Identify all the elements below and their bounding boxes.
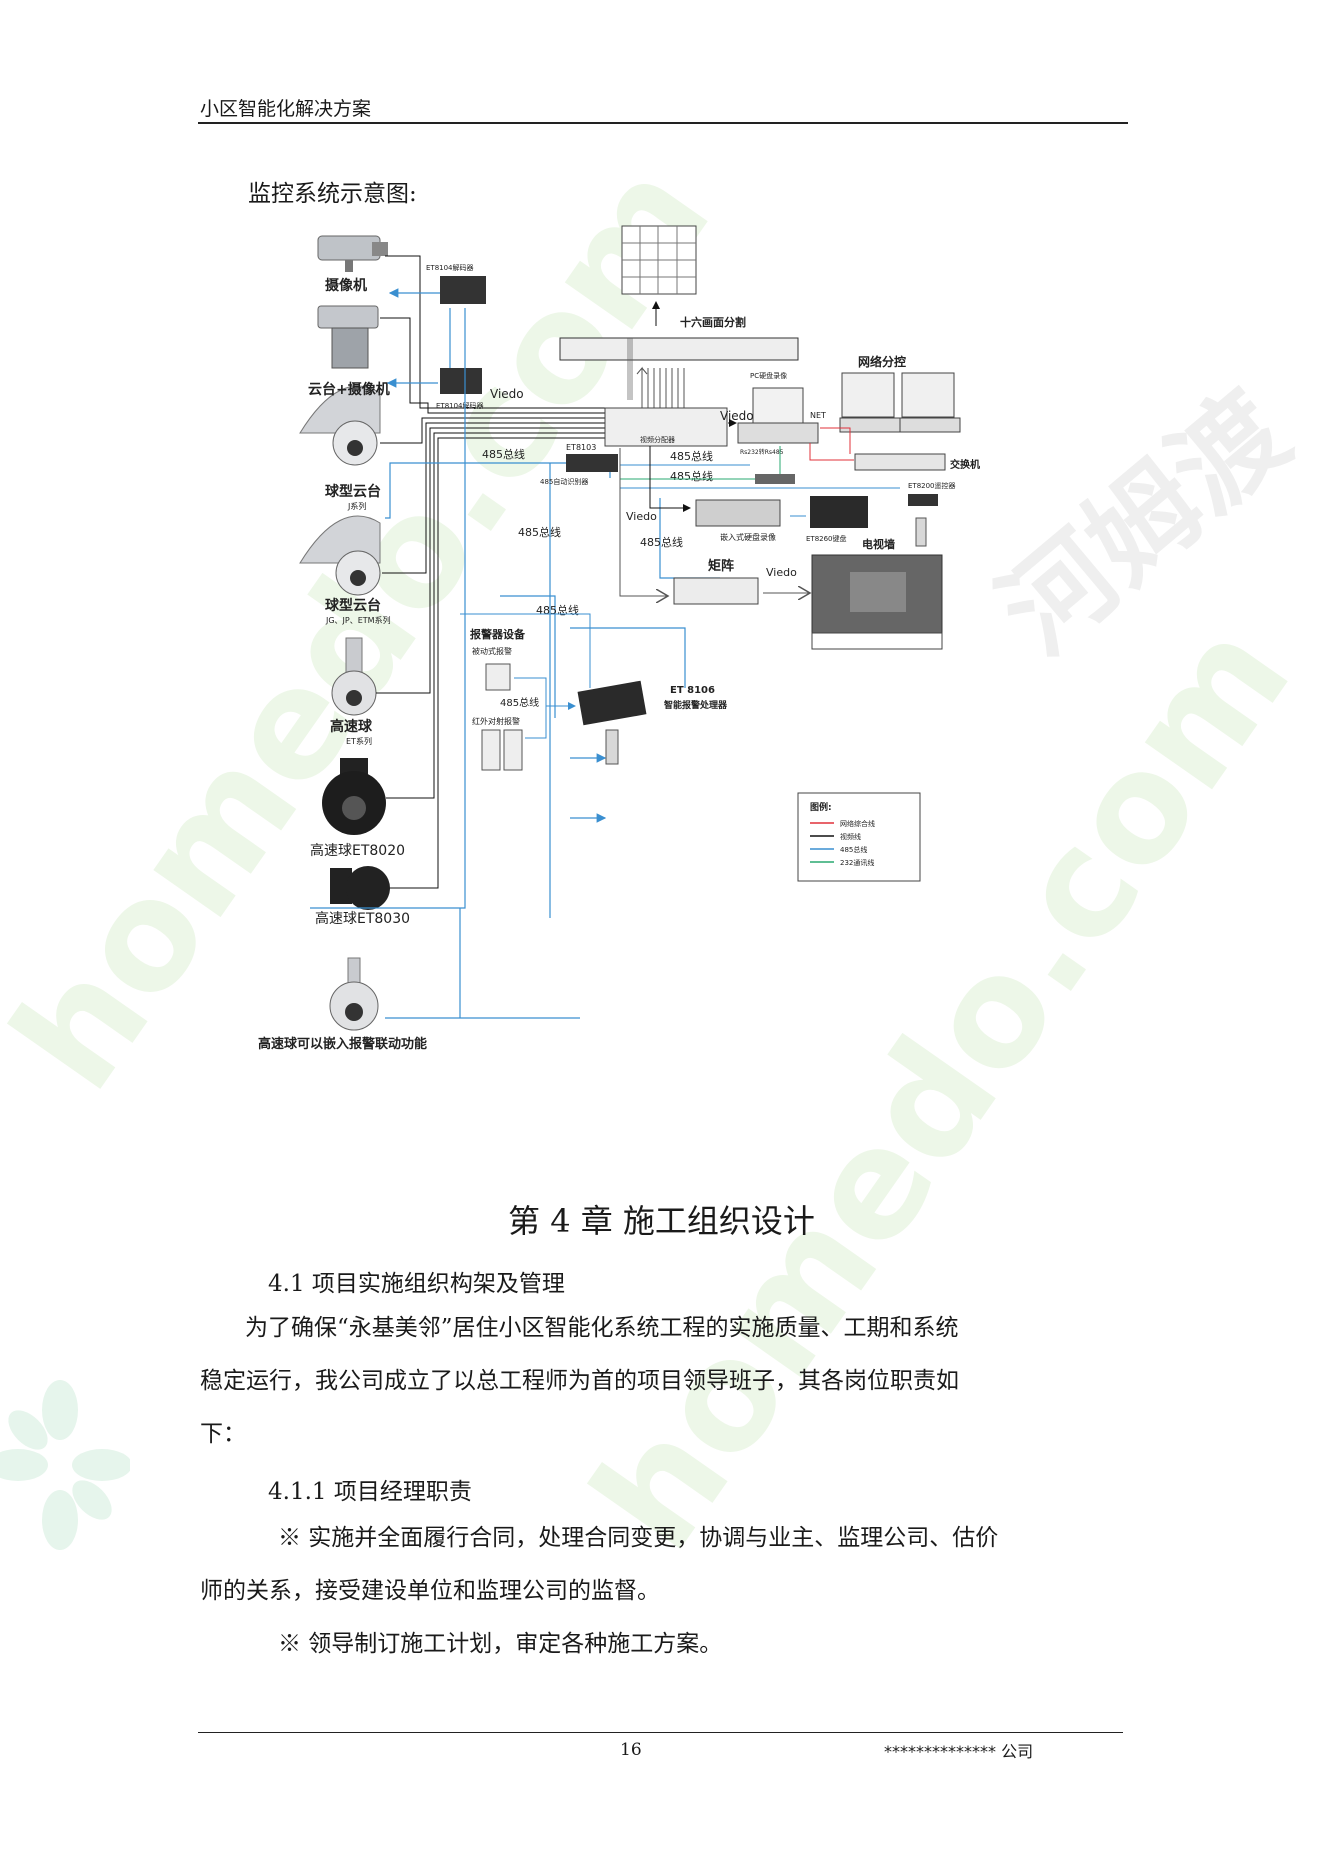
- section-heading: 4.1 项目实施组织构架及管理: [268, 1271, 565, 1297]
- et8200-device: [908, 494, 938, 506]
- header-rule: [198, 122, 1128, 124]
- alarm-processor-label: 智能报警处理器: [664, 699, 728, 711]
- decoder-label: ET8104解码器: [426, 263, 474, 272]
- duty-paragraph: ※ 实施并全面履行合同，处理合同变更，协调与业主、监理公司、估价 师的关系，接受…: [200, 1512, 1130, 1671]
- tv-wall-label: 电视墙: [862, 537, 895, 551]
- bus485-label: 485总线: [518, 525, 561, 539]
- splitter-label: 十六画面分割: [680, 315, 746, 329]
- ptz-camera-icon: [317, 305, 379, 369]
- rs232-converter: [755, 474, 795, 484]
- dome-camera-icon: [299, 515, 381, 596]
- rs232-label: Rs232转Rs485: [740, 448, 784, 456]
- et8200-label: ET8200遥控器: [908, 481, 956, 490]
- net-client-monitor: [901, 372, 955, 418]
- passive-alarm-icon: [485, 663, 511, 691]
- device-sublabel: J系列: [347, 501, 366, 511]
- dome-camera-icon: [299, 385, 381, 466]
- legend-item: 232通讯线: [840, 858, 874, 867]
- video-label: Viedo: [490, 387, 524, 401]
- infrared-alarm-icon: [503, 729, 523, 771]
- remote-control-icon: [605, 729, 619, 765]
- et8106-label: ET 8106: [670, 685, 715, 696]
- tv-wall-icon: [811, 554, 943, 650]
- device-label: 摄像机: [325, 277, 367, 294]
- legend: 图例: 网络综合线 视频线 485总线 232通讯线: [797, 792, 921, 882]
- paragraph-line: 师的关系，接受建设单位和监理公司的监督。: [200, 1578, 660, 1604]
- et8103-label: ET8103: [566, 443, 596, 452]
- embedded-dvr-label: 嵌入式硬盘录像: [720, 532, 776, 542]
- bus485-label: 485总线: [670, 449, 713, 463]
- page-number: 16: [620, 1740, 642, 1760]
- net-control-label: 网络分控: [858, 354, 906, 369]
- video-distributor-device: [604, 407, 728, 447]
- decoder-icon: [440, 368, 482, 394]
- legend-title: 图例:: [810, 801, 832, 813]
- decoder-icon: [440, 276, 486, 304]
- chapter-title: 第 4 章 施工组织设计: [508, 1202, 815, 1240]
- surveillance-diagram: 摄像机 云台+摄像机 球型云台 J系列 球型云台 JG、JP、ETM系列 高速球…: [258, 225, 980, 1052]
- intro-paragraph: 为了确保“永基美邻”居住小区智能化系统工程的实施质量、工期和系统 稳定运行，我公…: [200, 1302, 1130, 1461]
- bus485-label: 485总线: [640, 535, 683, 549]
- paragraph-line: ※ 领导制订施工计划，审定各种施工方案。: [278, 1631, 723, 1657]
- speed-dome-et8020-icon: [322, 758, 386, 835]
- device-label: 高速球ET8020: [310, 842, 405, 859]
- device-sublabel: ET系列: [346, 736, 372, 746]
- legend-item: 网络综合线: [840, 819, 875, 828]
- paragraph-line: ※ 实施并全面履行合同，处理合同变更，协调与业主、监理公司、估价: [278, 1525, 999, 1551]
- quad-splitter-device: [559, 337, 799, 361]
- speed-dome-icon: [331, 637, 377, 716]
- auto-identifier-device: [566, 454, 618, 472]
- watermark-flower-icon: [0, 1380, 130, 1550]
- video-distributor-label: 视频分配器: [640, 435, 675, 444]
- device-label: 高速球可以嵌入报警联动功能: [258, 1036, 427, 1052]
- infrared-alarm-label: 红外对射报警: [472, 716, 520, 726]
- et8260-label: ET8260键盘: [806, 534, 847, 543]
- passive-alarm-label: 被动式报警: [472, 646, 512, 656]
- bus485-label: 485总线: [670, 469, 713, 483]
- device-label: 高速球: [330, 718, 373, 735]
- switch-device: [854, 453, 946, 471]
- bus485-label: 485总线: [536, 603, 579, 617]
- matrix-device: [673, 577, 759, 605]
- pc-dvr-label: PC硬盘录像: [750, 371, 787, 380]
- remote-control-icon: [915, 517, 927, 547]
- speed-dome-alarm-icon: [329, 957, 379, 1031]
- bus485-label: 485总线: [482, 447, 525, 461]
- speed-dome-et8030-icon: [330, 866, 390, 910]
- device-sublabel: JG、JP、ETM系列: [325, 615, 391, 625]
- camera-icon: [317, 235, 388, 272]
- pc-dvr-keyboard: [737, 422, 819, 444]
- decoder-label: ET8104解码器: [436, 401, 484, 410]
- auto-identifier-label: 485自动识别器: [540, 477, 588, 486]
- control-keyboard-device: [810, 496, 868, 528]
- matrix-label: 矩阵: [707, 558, 734, 574]
- video-label: Viedo: [766, 566, 797, 579]
- bus485-label: 485总线: [500, 696, 539, 709]
- net-client-monitor: [841, 372, 895, 418]
- device-label: 球型云台: [325, 597, 381, 614]
- embedded-dvr-device: [695, 499, 781, 527]
- net-label: NET: [810, 411, 826, 420]
- video-label: Viedo: [626, 510, 657, 523]
- infrared-alarm-icon: [481, 729, 501, 771]
- alarm-processor-device: [577, 680, 647, 726]
- alarm-equipment-label: 报警器设备: [470, 627, 526, 641]
- footer-rule: [198, 1732, 1123, 1733]
- monitor-wall-icon: [621, 225, 697, 295]
- paragraph-line: 稳定运行，我公司成立了以总工程师为首的项目领导班子，其各岗位职责如: [200, 1368, 959, 1394]
- switch-label: 交换机: [950, 458, 980, 471]
- paragraph-line: 下：: [200, 1421, 246, 1447]
- legend-item: 视频线: [840, 832, 861, 841]
- video-label: Viedo: [720, 409, 754, 423]
- diagram-caption: 监控系统示意图:: [248, 181, 417, 207]
- paragraph-line: 为了确保“永基美邻”居住小区智能化系统工程的实施质量、工期和系统: [245, 1315, 959, 1341]
- header-title: 小区智能化解决方案: [200, 98, 372, 120]
- device-label: 高速球ET8030: [315, 910, 410, 927]
- device-label: 球型云台: [325, 483, 381, 500]
- legend-item: 485总线: [840, 845, 867, 854]
- device-label: 云台+摄像机: [308, 381, 390, 398]
- subsection-heading: 4.1.1 项目经理职责: [268, 1479, 472, 1505]
- footer-company: ************** 公司: [884, 1742, 1034, 1761]
